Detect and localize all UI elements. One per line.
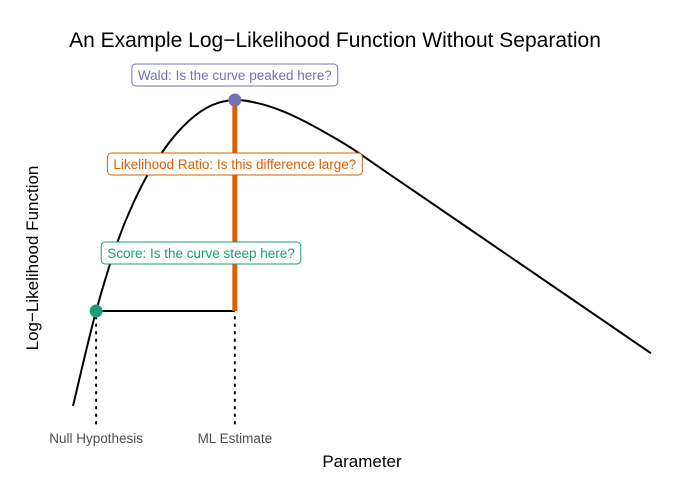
likelihood-ratio-annotation: Likelihood Ratio: Is this difference lar… [106,152,363,176]
chart-title: An Example Log−Likelihood Function Witho… [69,29,601,52]
x-tick-label-null-hypothesis: Null Hypothesis [49,431,143,446]
likelihood-ratio-annotation-text: Likelihood Ratio: Is this difference lar… [113,157,356,172]
likelihood-ratio-annotation-box [106,152,363,176]
score-annotation-box [100,241,302,265]
x-axis-title: Parameter [322,452,402,471]
wald-annotation: Wald: Is the curve peaked here? [131,63,339,87]
score-point [89,304,103,318]
wald-annotation-text: Wald: Is the curve peaked here? [138,68,332,83]
x-tick-label-ml-estimate: ML Estimate [198,431,273,446]
y-axis-title: Log−Likelihood Function [23,166,42,351]
score-annotation: Score: Is the curve steep here? [100,241,302,265]
log-likelihood-curve [72,98,652,407]
score-annotation-text: Score: Is the curve steep here? [107,246,295,261]
plot-area: Wald: Is the curve peaked here? Likeliho… [72,63,652,426]
wald-point [228,93,242,107]
wald-annotation-box [131,63,339,87]
